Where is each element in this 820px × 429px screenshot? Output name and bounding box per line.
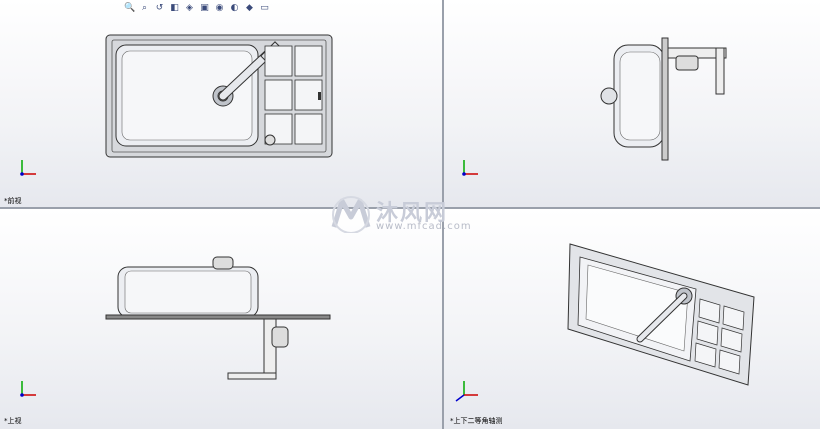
viewport-right[interactable]: [444, 0, 820, 207]
zoom-icon[interactable]: 🔍: [124, 2, 136, 13]
sink-right-drawing: [462, 37, 727, 176]
viewport-isometric[interactable]: *上下二等角轴测: [444, 209, 820, 429]
view-orientation-icon[interactable]: ◈: [186, 2, 193, 13]
view-settings-icon[interactable]: ▭: [260, 2, 269, 13]
edit-appearance-icon[interactable]: ◐: [230, 2, 239, 13]
view-label-top: *上视: [4, 417, 22, 425]
watermark: 沐风网 www.mfcad.com: [328, 193, 493, 237]
viewport-divider-vertical[interactable]: [442, 0, 444, 429]
hide-show-icon[interactable]: ◉: [215, 2, 224, 13]
viewport-divider-horizontal[interactable]: [0, 207, 820, 209]
previous-view-icon[interactable]: ↺: [155, 2, 164, 13]
heads-up-toolbar: 🔍 ⌕ ↺ ◧ ◈ ▣ ◉ ◐ ◆ ▭: [124, 1, 270, 15]
viewport-front[interactable]: 🔍 ⌕ ↺ ◧ ◈ ▣ ◉ ◐ ◆ ▭: [0, 0, 442, 207]
view-label-isometric: *上下二等角轴测: [450, 417, 503, 425]
apply-scene-icon[interactable]: ◆: [246, 2, 253, 13]
watermark-logo-icon: [331, 196, 371, 233]
section-view-icon[interactable]: ◧: [170, 2, 179, 13]
sink-top-drawing: [20, 256, 331, 397]
zoom-area-icon[interactable]: ⌕: [141, 2, 148, 13]
view-label-front: *前视: [4, 197, 22, 205]
sink-isometric-drawing: [455, 243, 755, 402]
axis-triad: [20, 160, 36, 176]
watermark-url: www.mfcad.com: [376, 221, 472, 232]
watermark-title: 沐风网: [376, 201, 449, 226]
viewport-top[interactable]: *上视: [0, 209, 442, 429]
sink-front-drawing: [20, 34, 333, 176]
display-style-icon[interactable]: ▣: [200, 2, 209, 13]
